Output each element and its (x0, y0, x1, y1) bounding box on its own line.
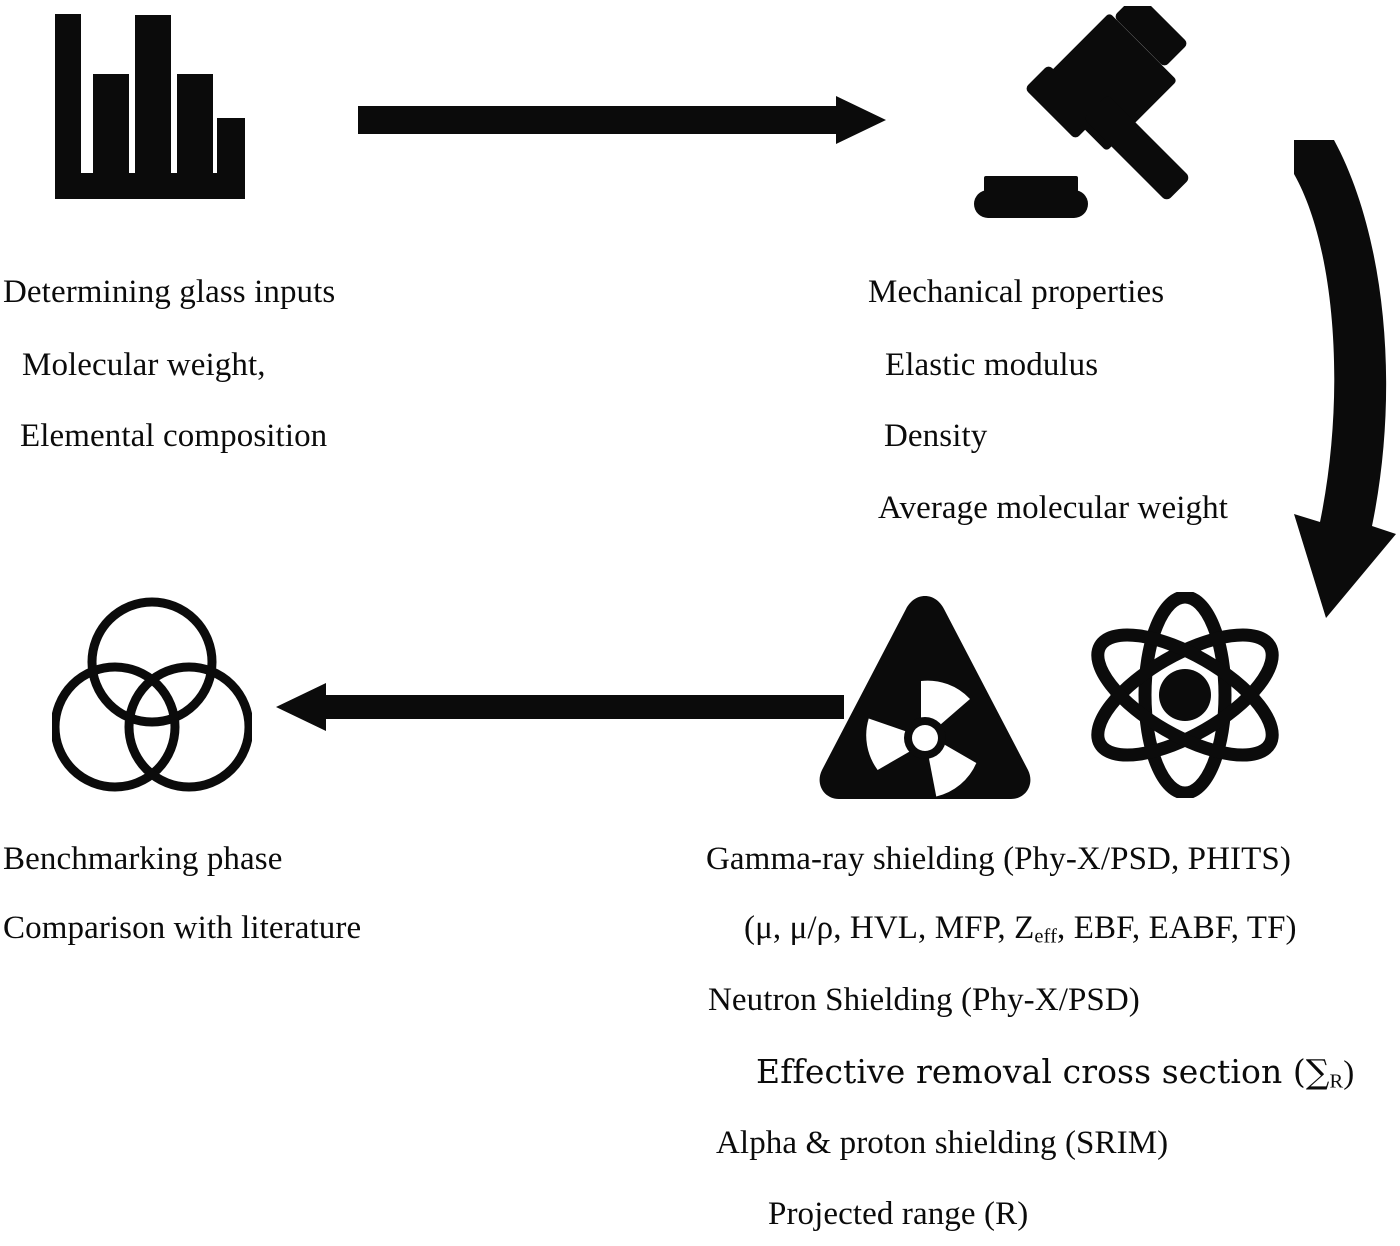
gamma-params-prefix: (μ, μ/ρ, HVL, MFP, Z (744, 910, 1035, 946)
stage-shielding-gamma-params: (μ, μ/ρ, HVL, MFP, Zeff, EBF, EABF, TF) (744, 910, 1297, 948)
arrow-shielding-to-benchmark (276, 683, 844, 731)
removal-prefix: Effective removal cross section (∑ (756, 1052, 1330, 1091)
stage-mechanical-line-4: Average molecular weight (878, 490, 1228, 526)
stage-inputs-line-2: Molecular weight, (22, 347, 266, 383)
stage-inputs-line-3: Elemental composition (20, 418, 328, 454)
gamma-params-subscript: eff (1034, 925, 1058, 948)
stage-shielding-removal-cross-section: Effective removal cross section (∑R) (756, 1052, 1355, 1093)
stage-benchmark-line-2: Comparison with literature (3, 910, 362, 946)
stage-shielding-gamma-title: Gamma-ray shielding (Phy-X/PSD, PHITS) (706, 841, 1291, 877)
stage-shielding-neutron-title: Neutron Shielding (Phy-X/PSD) (708, 982, 1140, 1018)
gavel-icon (972, 6, 1212, 218)
arrow-mechanical-to-shielding (1268, 140, 1400, 660)
stage-mechanical-line-2: Elastic modulus (885, 347, 1099, 383)
gamma-params-suffix: , EBF, EABF, TF) (1057, 910, 1297, 946)
stage-shielding-projected-range: Projected range (R) (768, 1196, 1029, 1232)
arrow-inputs-to-mechanical (358, 96, 886, 144)
stage-mechanical-line-3: Density (884, 418, 988, 454)
radiation-hazard-icon (816, 592, 1034, 804)
stage-benchmark-line-1: Benchmarking phase (3, 841, 283, 877)
bar-chart-icon (55, 14, 245, 199)
atom-icon (1082, 592, 1288, 798)
stage-shielding-alpha-proton: Alpha & proton shielding (SRIM) (716, 1125, 1169, 1161)
stage-inputs-line-1: Determining glass inputs (3, 274, 336, 310)
removal-suffix: ) (1343, 1055, 1355, 1091)
removal-subscript: R (1329, 1070, 1344, 1093)
venn-three-circles-icon (52, 596, 252, 796)
stage-mechanical-line-1: Mechanical properties (868, 274, 1165, 310)
